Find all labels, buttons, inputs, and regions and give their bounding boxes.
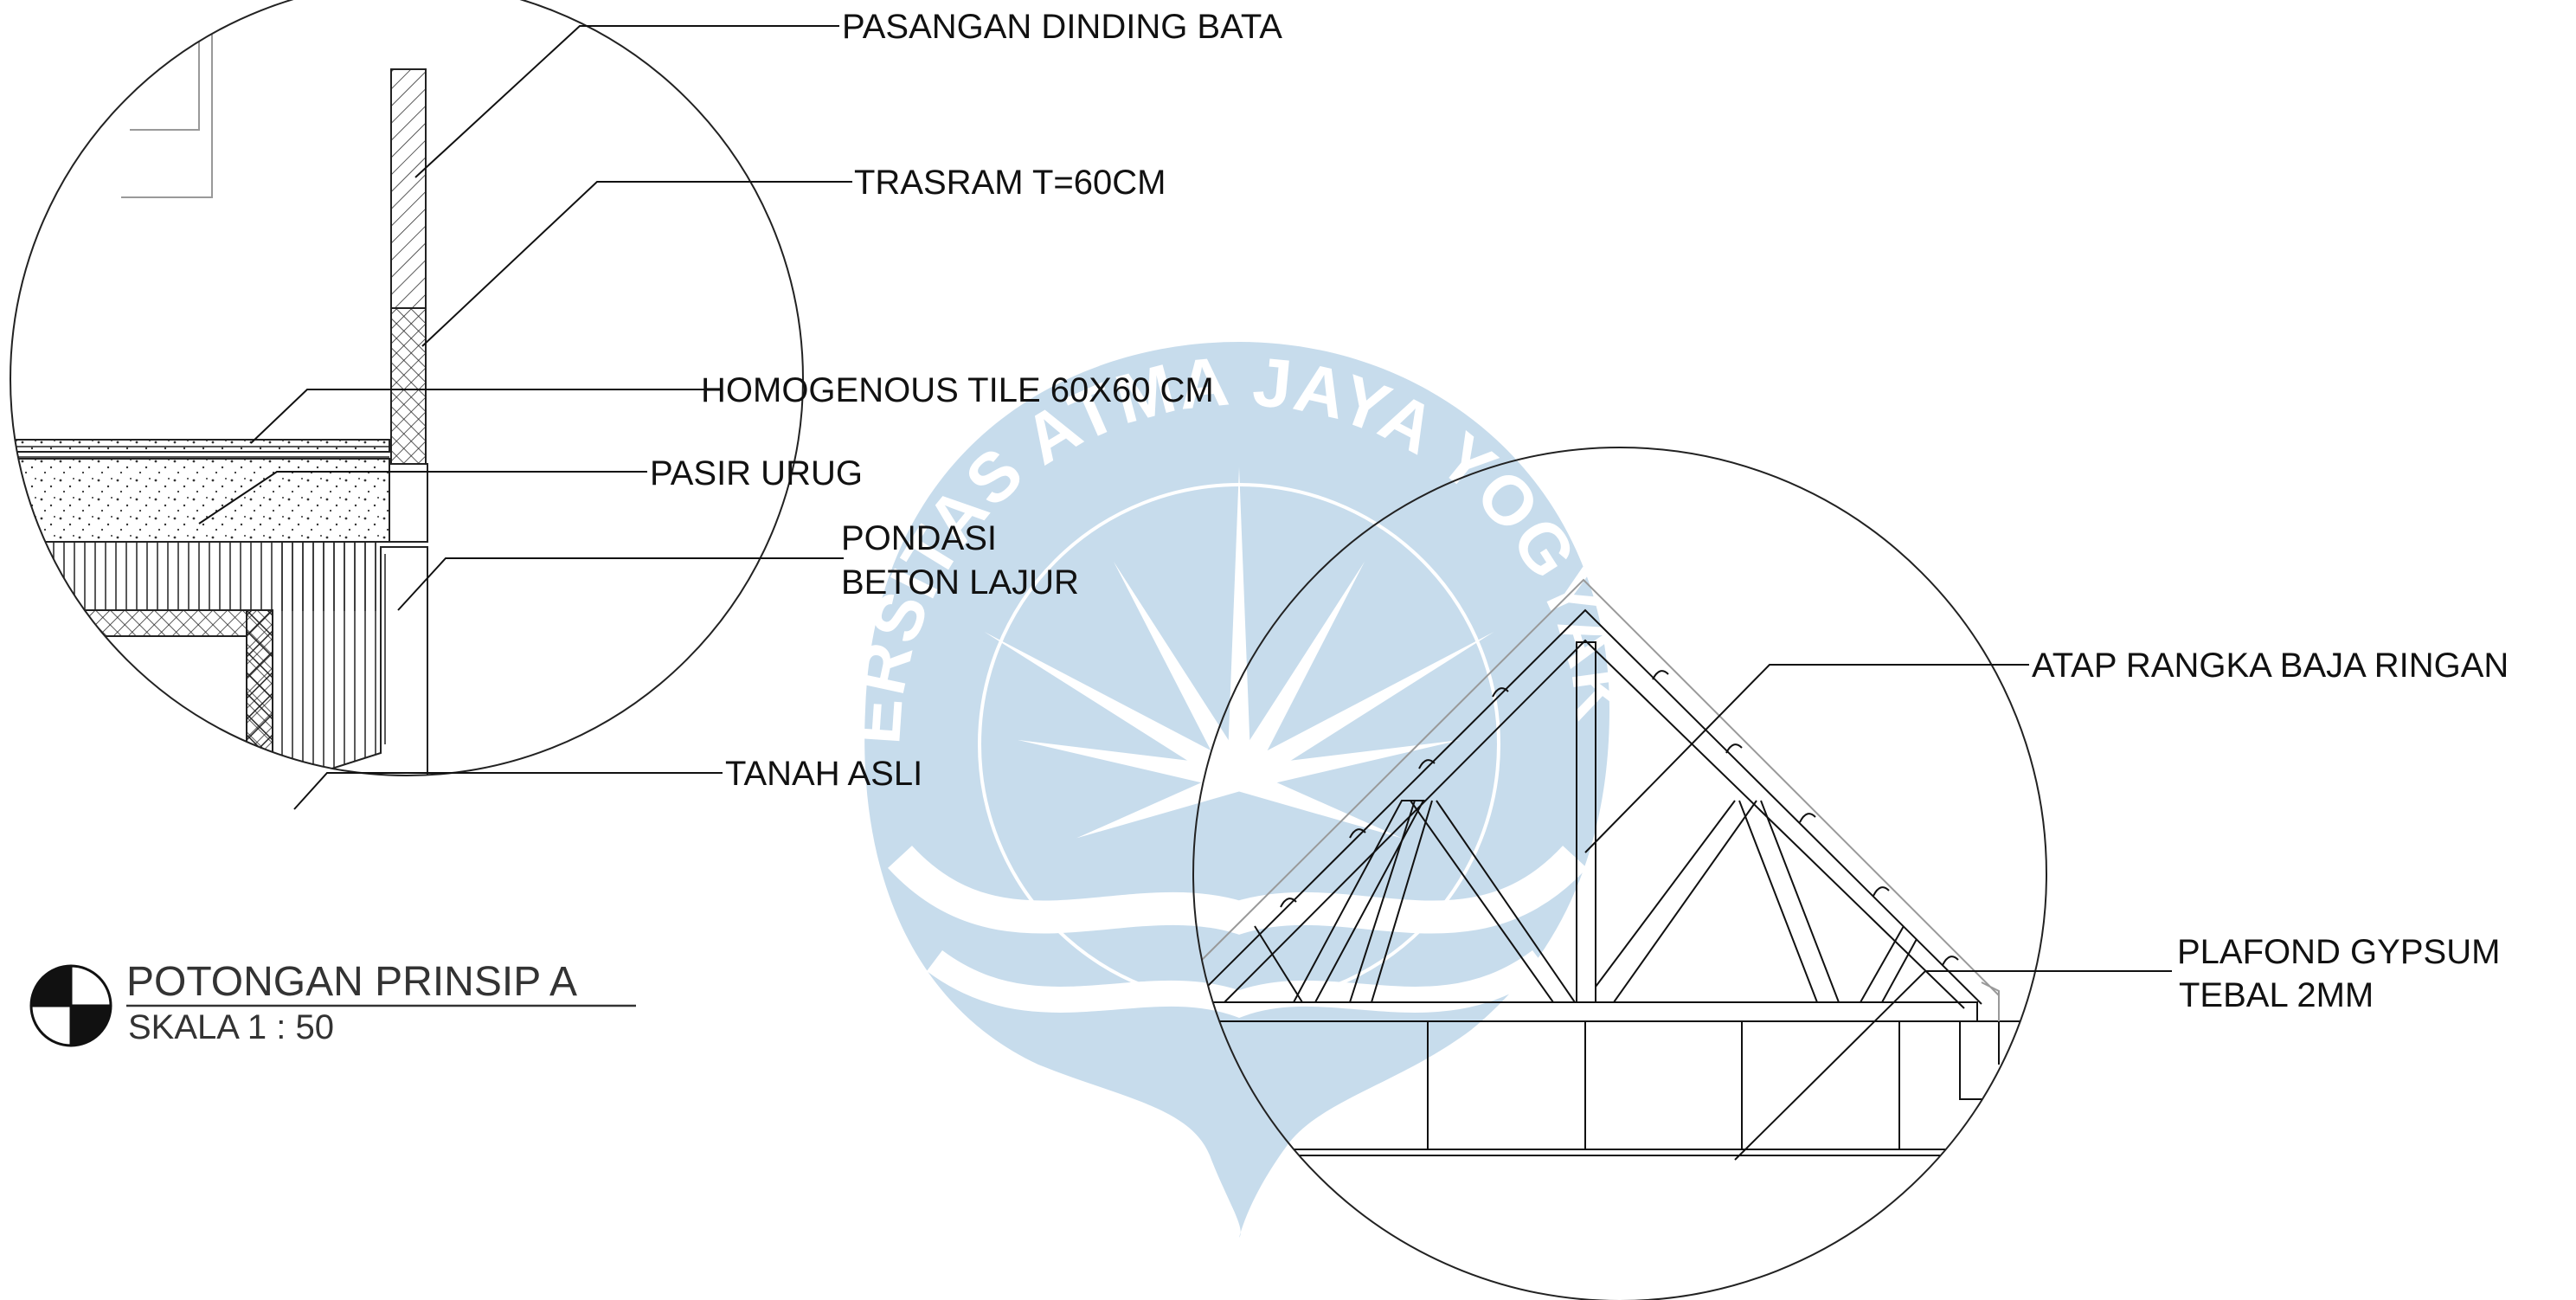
logo-ray-2 xyxy=(1114,561,1250,785)
label-trasram: TRASRAM T=60CM xyxy=(854,164,1166,202)
detail-b-circle xyxy=(1192,447,2047,1300)
logo-ray-8 xyxy=(1076,767,1243,839)
logo-star-burst-icon xyxy=(978,467,1500,1006)
section-title: POTONGAN PRINSIP A xyxy=(126,959,577,1005)
label-ceiling-line1: PLAFOND GYPSUM xyxy=(2177,933,2500,971)
logo-ribbon-upper xyxy=(888,845,1587,935)
logo-ray-1 xyxy=(1228,561,1365,785)
logo-ray-3 xyxy=(1233,632,1494,790)
label-foundation-line1: PONDASI xyxy=(841,519,997,557)
label-foundation-line2: BETON LAJUR xyxy=(841,563,1079,602)
label-native-soil: TANAH ASLI xyxy=(725,755,922,793)
label-brick-wall: PASANGAN DINDING BATA xyxy=(842,8,1282,46)
leader-ceiling xyxy=(1734,970,2172,1161)
detail-a-leaders xyxy=(198,25,852,810)
leader-roof xyxy=(1584,664,2029,853)
label-roof-truss: ATAP RANGKA BAJA RINGAN xyxy=(2032,647,2509,685)
detail-roof-truss: ATAP RANGKA BAJA RINGAN PLAFOND GYPSUM T… xyxy=(1192,447,2509,1300)
roof-drawing xyxy=(1193,578,2025,1156)
section-title-block: POTONGAN PRINSIP A SKALA 1 : 50 xyxy=(29,959,636,1047)
logo-ray-4 xyxy=(984,632,1245,790)
logo-ray-6 xyxy=(1017,739,1242,791)
logo-ribbon-lower xyxy=(927,949,1548,1018)
logo-ray-5 xyxy=(1237,739,1461,791)
label-sand-fill: PASIR URUG xyxy=(650,454,863,492)
detail-a-circle xyxy=(10,0,804,776)
section-marker-icon xyxy=(29,964,112,1047)
logo-ray-0 xyxy=(1227,467,1251,779)
detail-foundation-section: PASANGAN DINDING BATA TRASRAM T=60CM HOM… xyxy=(10,0,1282,810)
foundation-drawing xyxy=(10,35,428,775)
section-scale: SKALA 1 : 50 xyxy=(128,1008,334,1046)
label-ceiling-line2: TEBAL 2MM xyxy=(2179,976,2374,1014)
logo-ray-7 xyxy=(1235,767,1402,839)
label-homogenous-tile: HOMOGENOUS TILE 60X60 CM xyxy=(701,371,1214,409)
